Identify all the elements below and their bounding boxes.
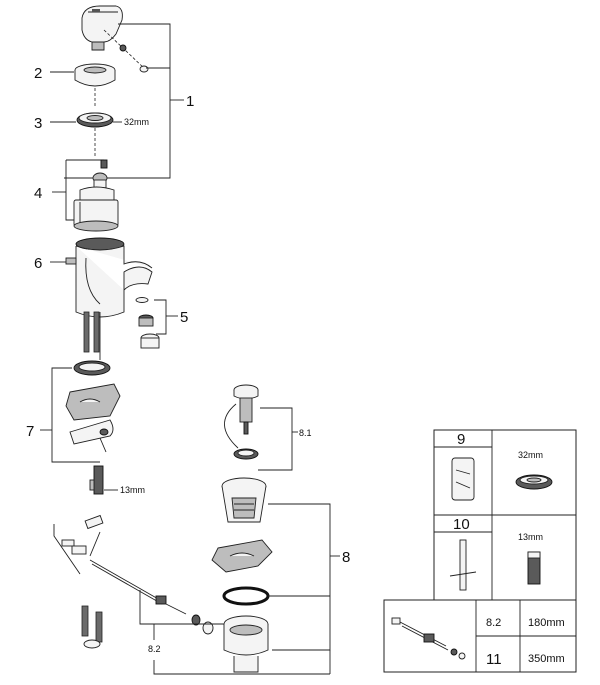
callout-8-1: 8.1: [299, 428, 312, 438]
part-linkage: [61, 514, 187, 615]
callout-5: 5: [180, 309, 188, 326]
part-tap-body: [65, 237, 153, 318]
part-aerator: [135, 297, 160, 349]
spare-tool-9: [451, 457, 475, 501]
spare-tool-10: [449, 539, 477, 591]
dimension-nut: 13mm: [120, 485, 145, 495]
callout-8-2: 8.2: [148, 644, 161, 654]
part-black-seal: [222, 586, 270, 606]
part-cover-cap: [74, 63, 116, 87]
part-flex-hoses: [83, 311, 101, 360]
rod-row2-len: 350mm: [528, 653, 565, 665]
bracket-8-1: [258, 407, 293, 471]
part-plug-seal: [233, 448, 259, 460]
part-popup-plug: [233, 384, 259, 435]
bracket-8: [268, 503, 331, 651]
callout-8: 8: [342, 549, 350, 566]
table-item-10: 10: [453, 516, 470, 533]
spares-table: [433, 429, 577, 601]
part-waste-gasket: [211, 539, 273, 573]
part-flex-hose-end: [81, 605, 103, 649]
bracket-8-2: [139, 590, 229, 640]
bracket-1: [64, 23, 171, 179]
callout-6: 6: [34, 255, 42, 272]
table-dim-9: 32mm: [518, 450, 543, 460]
callout-1: 1: [186, 93, 194, 110]
part-lever-handle: [81, 5, 123, 51]
part-waste-nut: [223, 615, 269, 673]
part-mounting-set: [65, 360, 121, 453]
part-o-rings: [191, 614, 214, 635]
callout-3: 3: [34, 115, 42, 132]
rod-row2-num: 11: [486, 651, 502, 668]
spare-ring-9: [515, 474, 553, 490]
part-waste-body: [221, 477, 267, 523]
rod-table: [383, 599, 577, 673]
bracket-7: [51, 367, 100, 463]
part-cartridge: [73, 159, 119, 232]
part-lever-screw: [103, 29, 149, 73]
callout-7: 7: [26, 423, 34, 440]
callout-4: 4: [34, 185, 42, 202]
table-item-9: 9: [457, 431, 465, 448]
table-dim-10: 13mm: [518, 532, 543, 542]
spare-nut-10: [527, 551, 541, 585]
dimension-ring: 32mm: [124, 117, 149, 127]
part-fixing-nut: [89, 465, 104, 495]
bracket-5: [154, 299, 167, 335]
spare-rod: [391, 617, 466, 660]
rod-row1-len: 180mm: [528, 617, 565, 629]
part-threaded-ring: [76, 112, 114, 128]
rod-row1-num: 8.2: [486, 617, 501, 629]
callout-2: 2: [34, 65, 42, 82]
